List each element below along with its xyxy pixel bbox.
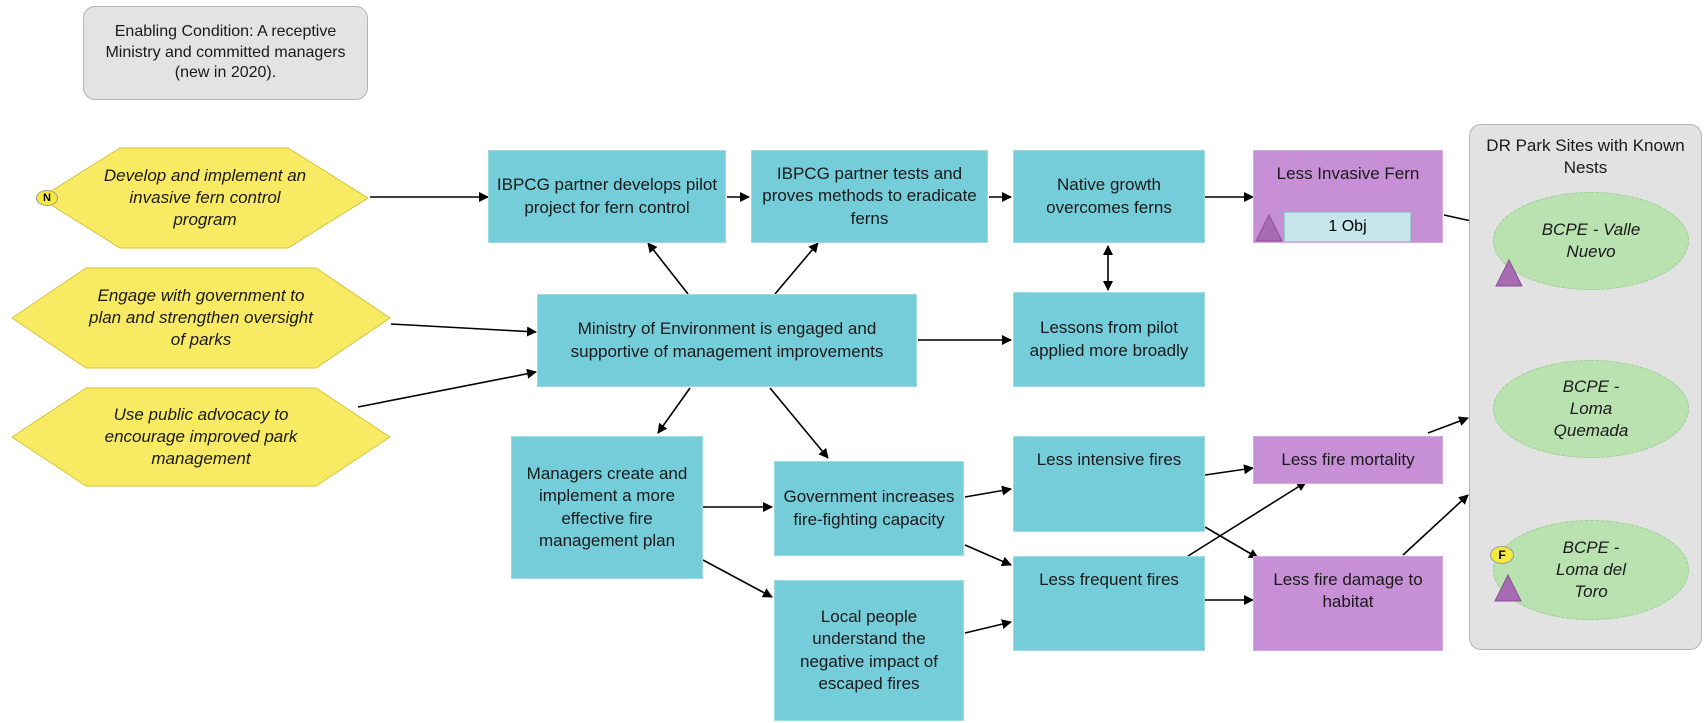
arrow-r8-t2 [1204, 464, 1254, 476]
arrow-r4-r7 [769, 387, 829, 459]
target-site-loma-quemada[interactable]: BCPE - Loma Quemada [1493, 360, 1689, 458]
strategy-shape-1[interactable] [39, 147, 369, 249]
strategy-label-1: Develop and implement an invasive fern c… [103, 165, 307, 230]
arrow-r4-r2 [774, 242, 819, 295]
target-sites-title: DR Park Sites with Known Nests [1486, 136, 1685, 178]
threat-reduction-invasive-fern-label: Less Invasive Fern [1276, 164, 1420, 183]
result-less-frequent-fires[interactable]: Less frequent fires [1013, 556, 1205, 651]
indicator-triangle-icon [1495, 258, 1523, 287]
result-lessons-applied[interactable]: Lessons from pilot applied more broadly [1013, 292, 1205, 387]
target-tag-f: F [1490, 546, 1514, 564]
strategy-shape-3[interactable] [11, 387, 391, 487]
target-site-loma-del-toro[interactable]: BCPE - Loma del Toro [1493, 520, 1689, 620]
result-native-growth[interactable]: Native growth overcomes ferns [1013, 150, 1205, 243]
strategy-shape-2[interactable] [11, 267, 391, 369]
result-less-intensive-fires[interactable]: Less intensive fires [1013, 436, 1205, 532]
strategy-tag-n: N [36, 190, 58, 206]
result-tests-methods[interactable]: IBPCG partner tests and proves methods t… [751, 150, 988, 243]
arrow-t2-targets [1427, 416, 1469, 434]
threat-reduction-fire-damage[interactable]: Less fire damage to habitat [1253, 556, 1443, 651]
enabling-condition-text: Enabling Condition: A receptive Ministry… [105, 22, 346, 82]
arrow-t3-targets [1402, 494, 1469, 556]
result-firefighting-capacity[interactable]: Government increases fire-fighting capac… [774, 461, 964, 556]
arrow-r6-r10 [702, 559, 773, 598]
enabling-condition-box[interactable]: Enabling Condition: A receptive Ministry… [83, 6, 368, 100]
result-local-people-understand[interactable]: Local people understand the negative imp… [774, 580, 964, 721]
objective-badge[interactable]: 1 Obj [1284, 212, 1411, 242]
strategy-label-3: Use public advocacy to encourage improve… [104, 404, 298, 469]
arrow-strategy3-r4 [357, 368, 537, 408]
result-pilot-project[interactable]: IBPCG partner develops pilot project for… [488, 150, 726, 243]
arrow-r7-r9 [964, 544, 1012, 566]
strategy-label-2: Engage with government to plan and stren… [89, 285, 313, 350]
arrow-r8-t3 [1204, 526, 1259, 559]
threat-reduction-fire-mortality[interactable]: Less fire mortality [1253, 436, 1443, 484]
indicator-triangle-icon [1494, 573, 1522, 602]
arrow-r4-r6 [657, 387, 691, 434]
arrow-r7-r8 [964, 485, 1012, 498]
arrow-r4-r1 [647, 242, 689, 295]
indicator-triangle-icon [1255, 213, 1283, 242]
arrow-r9-t2 [1187, 481, 1307, 557]
result-ministry-engaged[interactable]: Ministry of Environment is engaged and s… [537, 294, 917, 387]
arrow-strategy2-r4 [390, 323, 537, 337]
target-site-valle-nuevo[interactable]: BCPE - Valle Nuevo [1493, 192, 1689, 290]
result-fire-management-plan[interactable]: Managers create and implement a more eff… [511, 436, 703, 579]
arrow-r10-r9 [964, 619, 1012, 634]
